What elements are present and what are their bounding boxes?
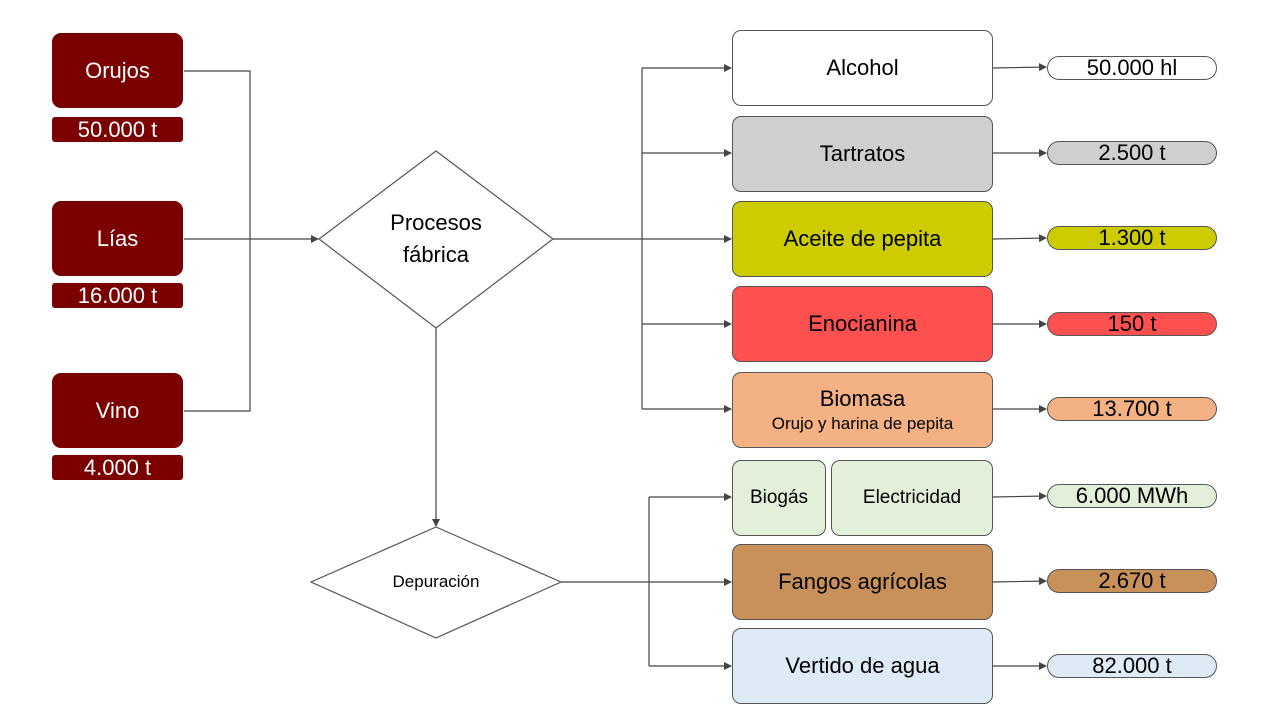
output-biogas: Biogás <box>732 460 826 536</box>
quantity-alcohol: 50.000 hl <box>1047 55 1217 80</box>
connector-vino <box>184 239 251 412</box>
quantity-aceite-de-pepita: 1.300 t <box>1047 225 1217 250</box>
input-vino-quantity: 4.000 t <box>52 455 183 480</box>
output-biomasa-sublabel: Orujo y harina de pepita <box>771 414 954 433</box>
output-enocianina: Enocianina <box>732 286 993 362</box>
input-orujos: Orujos <box>52 33 183 108</box>
input-lias-label: Lías <box>96 225 139 251</box>
process-diamond <box>318 150 554 329</box>
arrow-electricidad-qty <box>992 492 1047 501</box>
quantity-electricidad: 6.000 MWh <box>1047 483 1217 508</box>
input-lias-quantity: 16.000 t <box>52 283 183 308</box>
quantity-fangos-agricolas: 2.670 t <box>1047 568 1217 593</box>
output-vertido-de-agua: Vertido de agua <box>732 628 993 704</box>
connector-orujos <box>184 70 251 239</box>
output-biomasa: Biomasa Orujo y harina de pepita <box>732 372 993 448</box>
quantity-biomasa: 13.700 t <box>1047 396 1217 421</box>
arrow-aceite-qty <box>992 234 1047 243</box>
quantity-tartratos: 2.500 t <box>1047 140 1217 165</box>
quantity-enocianina: 150 t <box>1047 311 1217 336</box>
input-vino: Vino <box>52 373 183 448</box>
arrow-alcohol-qty <box>992 63 1047 72</box>
quantity-vertido-de-agua: 82.000 t <box>1047 653 1217 678</box>
input-orujos-label: Orujos <box>85 57 150 83</box>
input-lias: Lías <box>52 201 183 276</box>
output-aceite-de-pepita: Aceite de pepita <box>732 201 993 277</box>
depuracion-label: Depuración <box>392 572 480 591</box>
process-label: Procesos fábrica <box>390 210 482 267</box>
arrow-fangos-qty <box>992 577 1047 586</box>
depuracion-diamond <box>309 526 563 639</box>
input-vino-label: Vino <box>95 397 140 423</box>
output-tartratos: Tartratos <box>732 116 993 192</box>
output-alcohol: Alcohol <box>732 30 993 106</box>
output-electricidad: Electricidad <box>831 460 993 536</box>
output-fangos-agricolas: Fangos agrícolas <box>732 544 993 620</box>
input-orujos-quantity: 50.000 t <box>52 117 183 142</box>
